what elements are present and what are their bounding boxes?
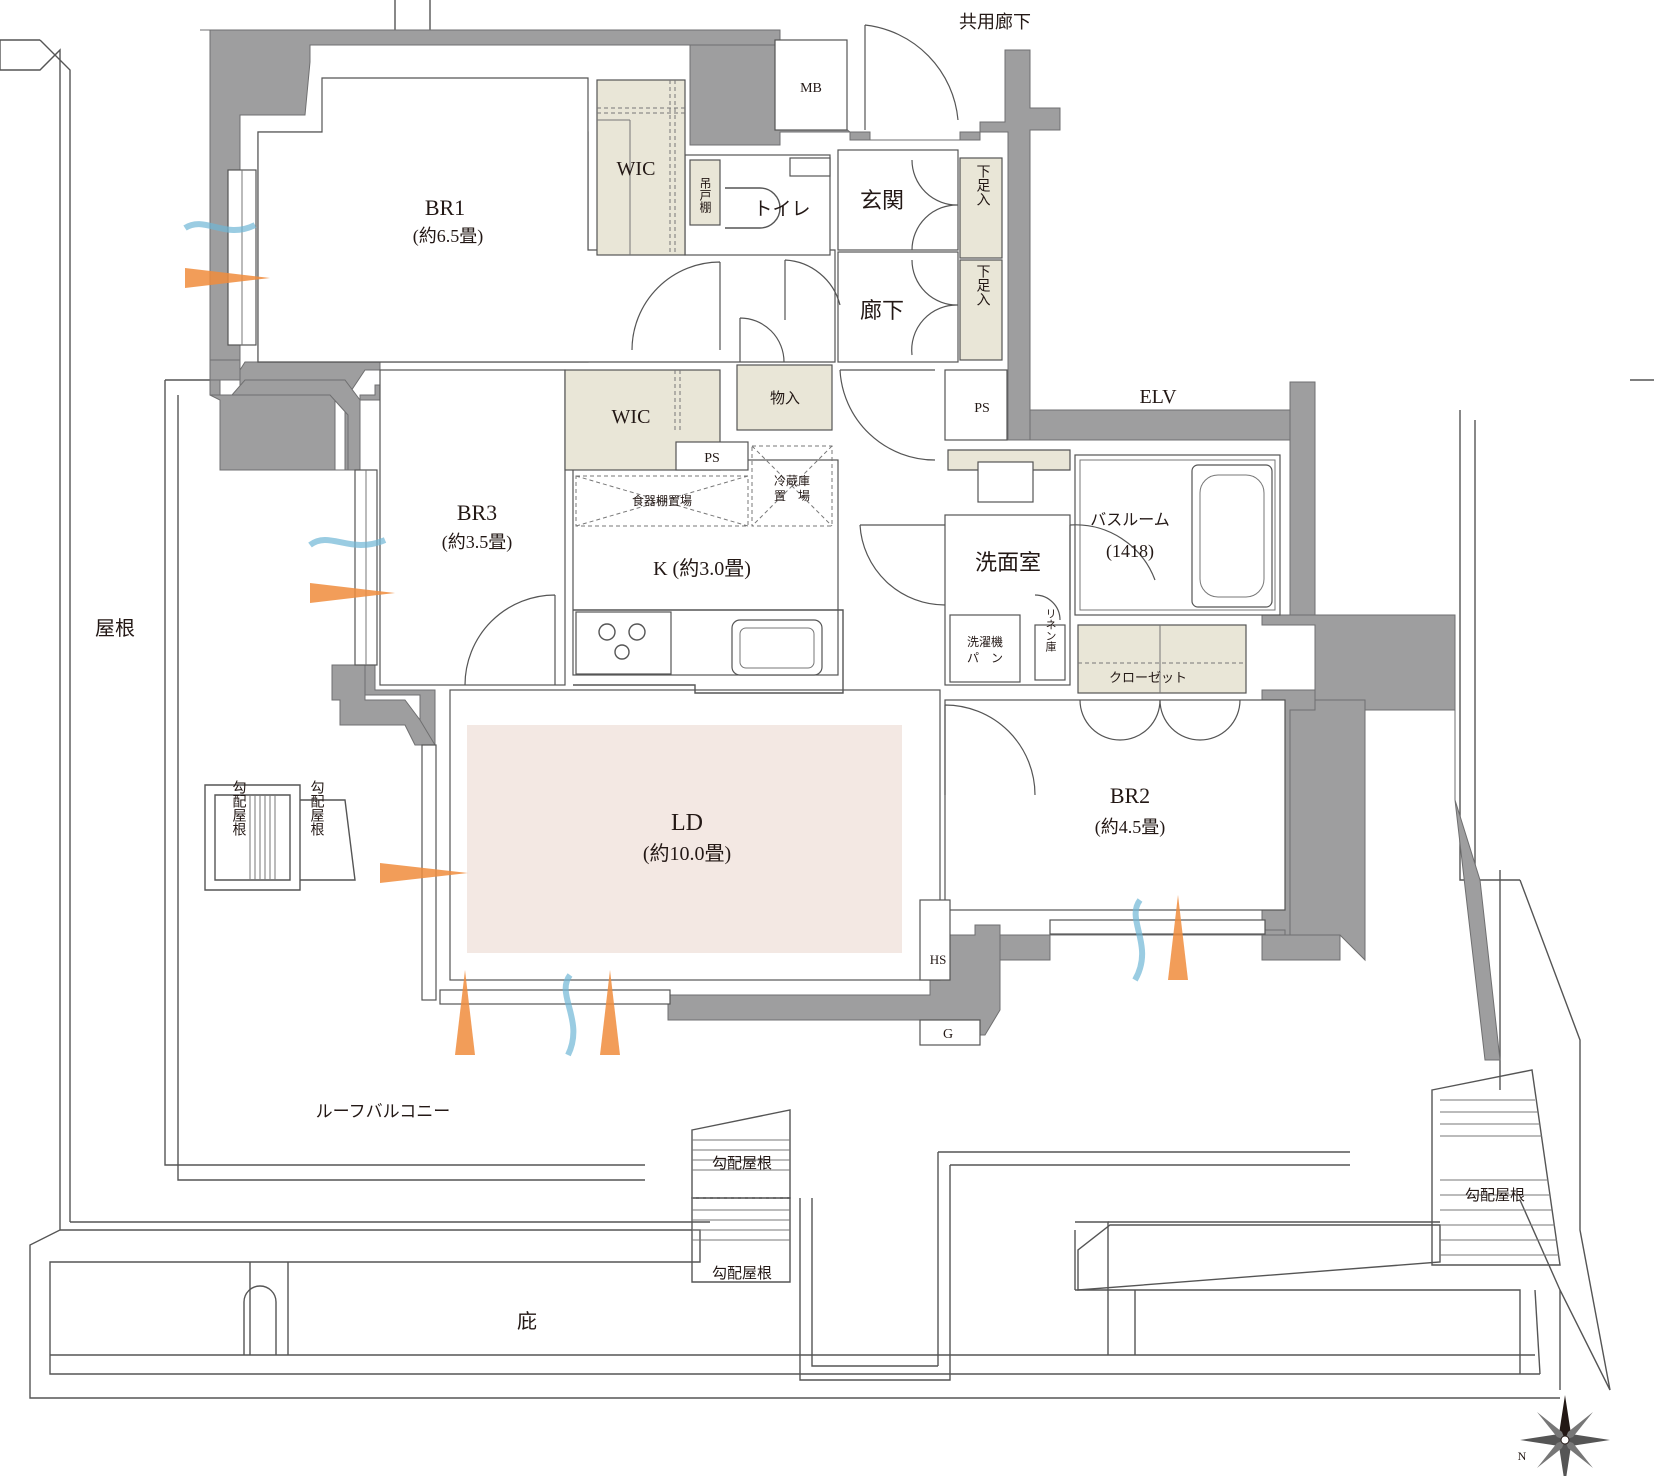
sun-arrow-br1 [185, 268, 270, 288]
ps-hall-box [944, 369, 1008, 441]
label-shoe-1: 下足入 [975, 164, 991, 206]
sun-arrow-br2 [1168, 895, 1188, 980]
label-wic-br1: WIC [617, 158, 656, 180]
label-roof-balcony: ルーフバルコニー [316, 1102, 451, 1121]
label-dish-shelf: 食器棚置場 [632, 493, 692, 508]
wind-br3 [308, 537, 387, 548]
wind-br2 [1132, 898, 1146, 982]
room-br3 [379, 369, 566, 686]
labels: 共用廊下 MB BR1 (約6.5畳) WIC 吊戸棚 トイレ 玄関 下足入 下… [95, 12, 1527, 1463]
label-fridge-2: 置 場 [774, 489, 810, 503]
sun-arrow-ld-west [380, 863, 468, 883]
label-roof: 屋根 [95, 617, 135, 640]
g-box [919, 1019, 981, 1046]
closet-br2 [1077, 624, 1247, 694]
label-kitchen: K (約3.0畳) [653, 557, 751, 580]
label-toilet: トイレ [753, 199, 810, 220]
label-fridge-1: 冷蔵庫 [774, 474, 810, 488]
label-hanging-shelf: 吊戸棚 [698, 177, 712, 214]
wind-ld [562, 973, 577, 1057]
room-br2 [944, 699, 1286, 911]
ld-floor-highlight [467, 725, 902, 953]
stove [575, 611, 672, 675]
doors [464, 24, 1241, 796]
window-br2 [1049, 919, 1266, 935]
label-slope-roof-v2: 勾配屋根 [309, 780, 325, 836]
hanging-shelf [689, 159, 721, 226]
label-br1: BR1 [425, 195, 465, 220]
storage-details [597, 39, 1246, 1046]
window-ld-south [439, 989, 671, 1005]
label-ld-size: (約10.0畳) [643, 842, 731, 865]
label-slope-roof-1: 勾配屋根 [712, 1155, 772, 1172]
toilet-bowl [725, 187, 781, 229]
label-slope-roof-3: 勾配屋根 [1465, 1187, 1525, 1204]
sink [731, 619, 823, 676]
label-wic-br3: WIC [612, 406, 651, 428]
outer-outlines [0, 0, 1654, 1399]
bathtub [1191, 464, 1273, 608]
label-ps-hall: PS [974, 401, 990, 416]
hs-box [919, 899, 951, 981]
kitchen-fixtures [573, 445, 844, 694]
toilet-tank [789, 157, 831, 177]
label-common-corridor: 共用廊下 [959, 12, 1031, 32]
sun-arrow-br3 [310, 583, 395, 603]
label-closet: クローゼット [1109, 670, 1187, 685]
sun-arrow-ld-s2 [600, 970, 620, 1055]
airflow-indicators [183, 221, 1188, 1057]
label-elv: ELV [1139, 386, 1177, 408]
label-bathroom-size: (1418) [1106, 541, 1154, 562]
compass-icon [1520, 1395, 1610, 1476]
label-br2-size: (約4.5畳) [1095, 817, 1166, 838]
label-washer-1: 洗濯機 [967, 634, 1003, 649]
label-washer-2: パ ン [967, 651, 1003, 665]
ps-kitchen-box [675, 441, 749, 471]
burner-3 [614, 644, 630, 660]
burner-2 [628, 623, 646, 641]
linen-cabinet [1034, 624, 1066, 681]
fridge-area [751, 445, 833, 527]
shoe-cabinet-2 [959, 259, 1003, 361]
label-ps-kitchen: PS [704, 451, 720, 466]
sloped-roofs [204, 784, 1561, 1283]
storage-closet [736, 364, 833, 431]
sun-arrow-ld-s1 [455, 970, 475, 1055]
shoe-cabinet-1 [959, 157, 1003, 259]
label-eaves: 庇 [517, 1310, 537, 1333]
bath-fixtures [725, 157, 1276, 683]
label-br3: BR3 [457, 500, 497, 525]
label-slope-roof-2: 勾配屋根 [712, 1265, 772, 1282]
label-north: N [1518, 1449, 1527, 1463]
label-slope-roof-v1: 勾配屋根 [231, 780, 247, 836]
mb-box [774, 39, 848, 131]
label-washroom: 洗面室 [975, 550, 1041, 575]
label-ld: LD [671, 810, 703, 836]
label-storage: 物入 [770, 390, 800, 407]
label-br2: BR2 [1110, 783, 1150, 808]
washer-pan [949, 614, 1021, 683]
room-entrance [837, 149, 959, 251]
label-mb: MB [800, 81, 822, 96]
label-entrance: 玄関 [860, 188, 904, 213]
label-bathroom: バスルーム [1090, 512, 1170, 529]
label-hallway: 廊下 [860, 298, 904, 323]
label-g: G [943, 1027, 953, 1042]
label-hs: HS [930, 952, 947, 967]
label-br3-size: (約3.5畳) [442, 532, 513, 553]
burner-1 [598, 623, 616, 641]
wash-basin [977, 461, 1034, 503]
dish-shelf-area [575, 475, 749, 527]
room-hallway [837, 251, 959, 363]
wind-br1 [183, 221, 257, 233]
label-br1-size: (約6.5畳) [413, 226, 484, 247]
label-shoe-2: 下足入 [975, 264, 991, 306]
label-linen: リネン庫 [1044, 608, 1057, 653]
